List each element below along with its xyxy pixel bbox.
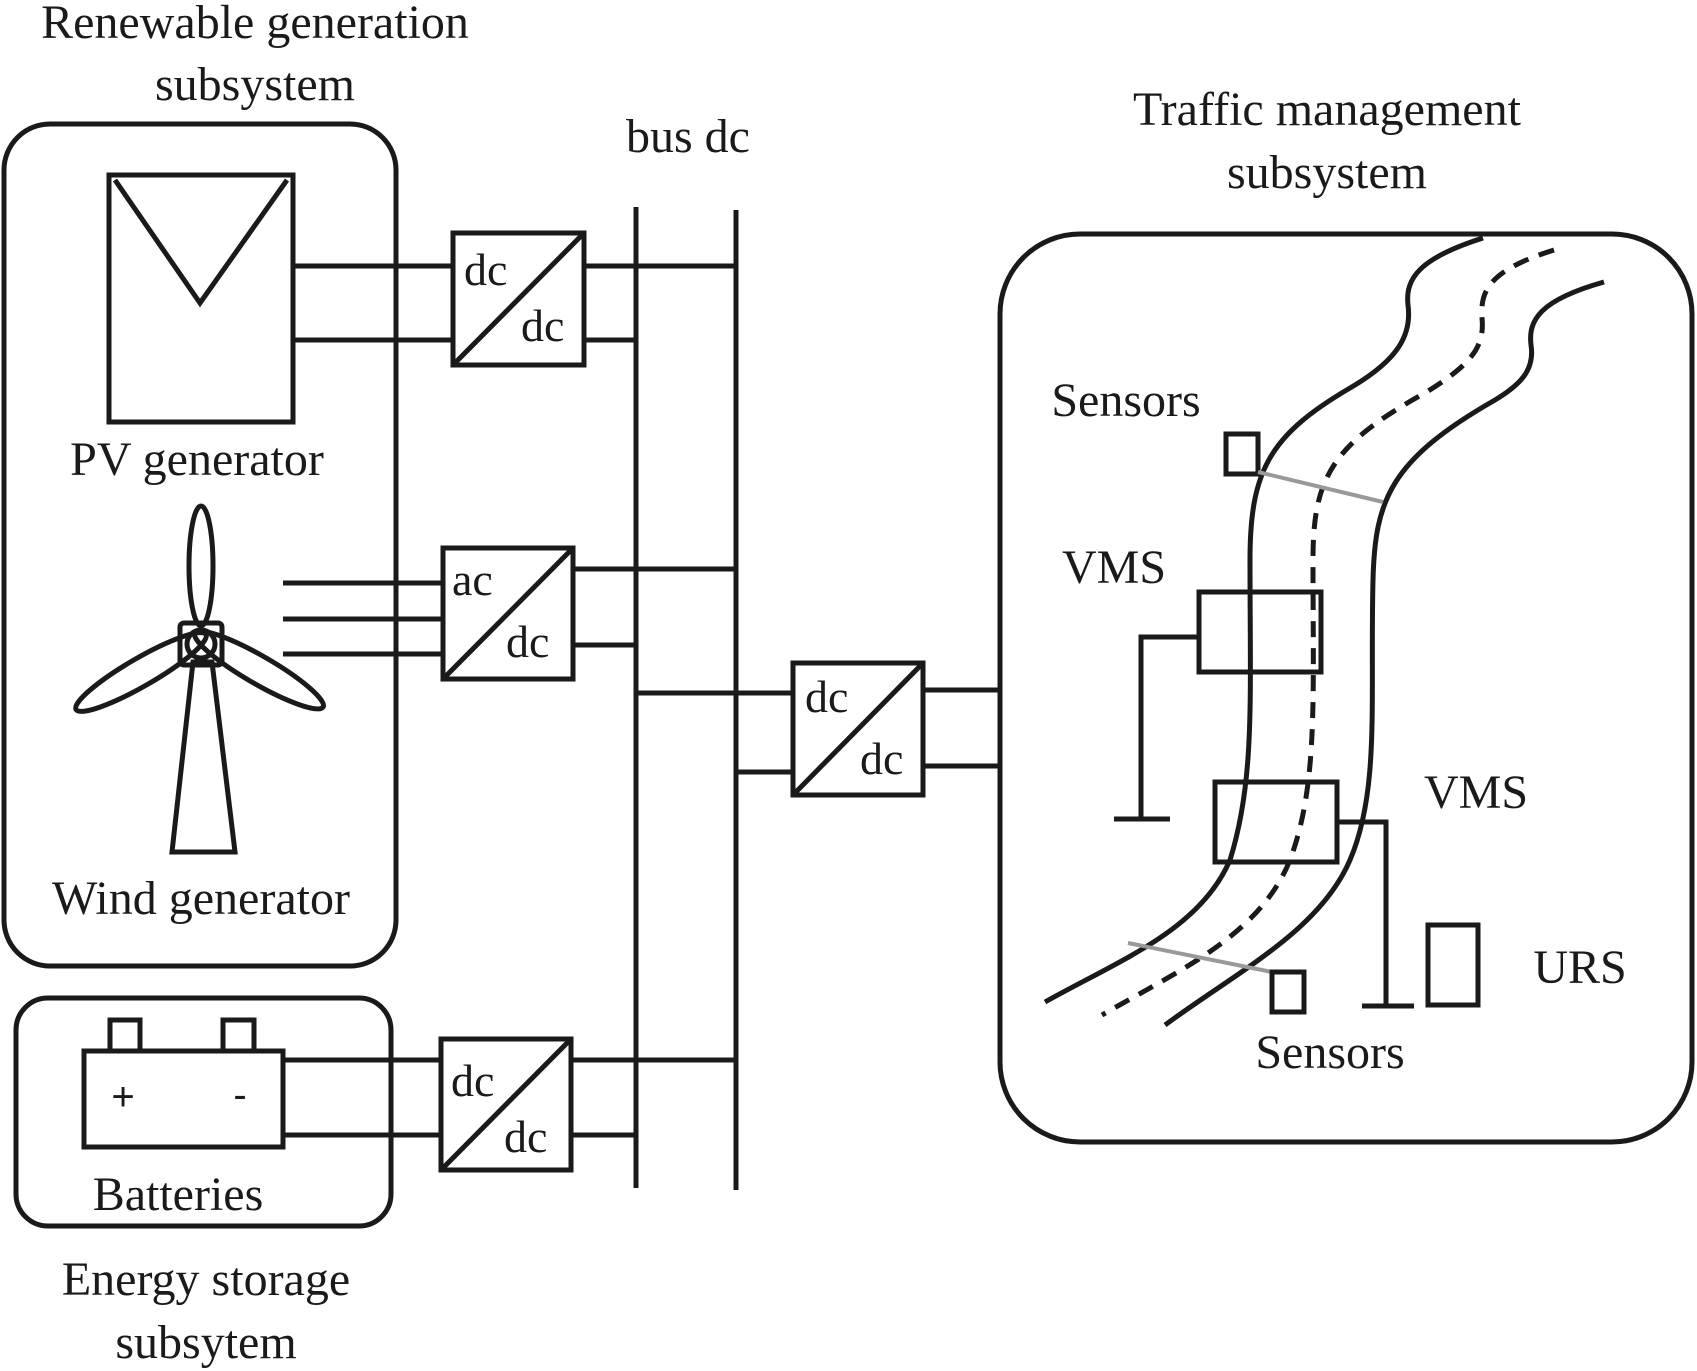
battery-icon xyxy=(81,1017,286,1150)
battery-positive-terminal-label: + xyxy=(111,1075,134,1119)
traffic-subsystem-title-line2: subsystem xyxy=(1227,146,1427,199)
traffic-converter-input-label: dc xyxy=(805,671,848,722)
sensors-top-label: Sensors xyxy=(1051,374,1200,427)
wind-converter-output-label: dc xyxy=(506,616,549,667)
road-right-edge xyxy=(1163,279,1605,1028)
urs-label: URS xyxy=(1533,941,1626,994)
vms-upper-sign xyxy=(1196,589,1324,675)
traffic-converter-output-label: dc xyxy=(860,733,903,784)
traffic-subsystem-title-line1: Traffic management xyxy=(1133,83,1522,136)
sensor-bottom-beam xyxy=(1127,941,1273,974)
vms-upper-label: VMS xyxy=(1062,541,1166,594)
battery-converter-output-label: dc xyxy=(504,1111,547,1162)
pv-dc-dc-converter xyxy=(450,230,587,368)
pv-generator-label: PV generator xyxy=(70,433,324,486)
pv-converter-input-label: dc xyxy=(464,244,507,295)
energy-storage-title-line1: Energy storage xyxy=(62,1253,350,1306)
battery-dc-dc-converter xyxy=(438,1036,574,1173)
pv-panel-icon xyxy=(106,172,296,425)
traffic-dc-dc-converter xyxy=(790,660,926,798)
renewable-subsystem-title-line1: Renewable generation xyxy=(41,0,469,49)
traffic-subsystem-box xyxy=(997,231,1695,1145)
batteries-label: Batteries xyxy=(93,1168,264,1221)
sensor-bottom xyxy=(1269,969,1307,1015)
sensor-top-beam xyxy=(1257,470,1384,504)
sensor-top xyxy=(1223,431,1261,477)
energy-storage-box xyxy=(13,995,394,1229)
vms-lower-post xyxy=(1337,819,1389,1006)
energy-storage-title-line2: subsytem xyxy=(115,1316,296,1369)
sensors-bottom-label: Sensors xyxy=(1255,1026,1404,1079)
road-center-dashed-line xyxy=(1100,247,1555,1018)
wind-converter-input-label: ac xyxy=(452,554,493,605)
wind-ac-dc-converter xyxy=(440,545,576,682)
battery-converter-input-label: dc xyxy=(451,1055,494,1106)
renewable-subsystem-box xyxy=(1,121,399,969)
pv-converter-output-label: dc xyxy=(521,300,564,351)
renewable-subsystem-title-line2: subsystem xyxy=(155,58,355,111)
vms-upper-post xyxy=(1138,634,1199,819)
wind-generator-label: Wind generator xyxy=(52,872,350,925)
bus-dc-label: bus dc xyxy=(626,110,750,163)
road xyxy=(1043,235,1605,1028)
road-left-edge xyxy=(1043,235,1484,1005)
wind-turbine-icon xyxy=(73,503,326,855)
urs-unit xyxy=(1425,922,1481,1008)
connection-wires xyxy=(283,263,1000,1138)
vms-lower-label: VMS xyxy=(1424,766,1528,819)
battery-negative-terminal-label: - xyxy=(233,1073,246,1117)
